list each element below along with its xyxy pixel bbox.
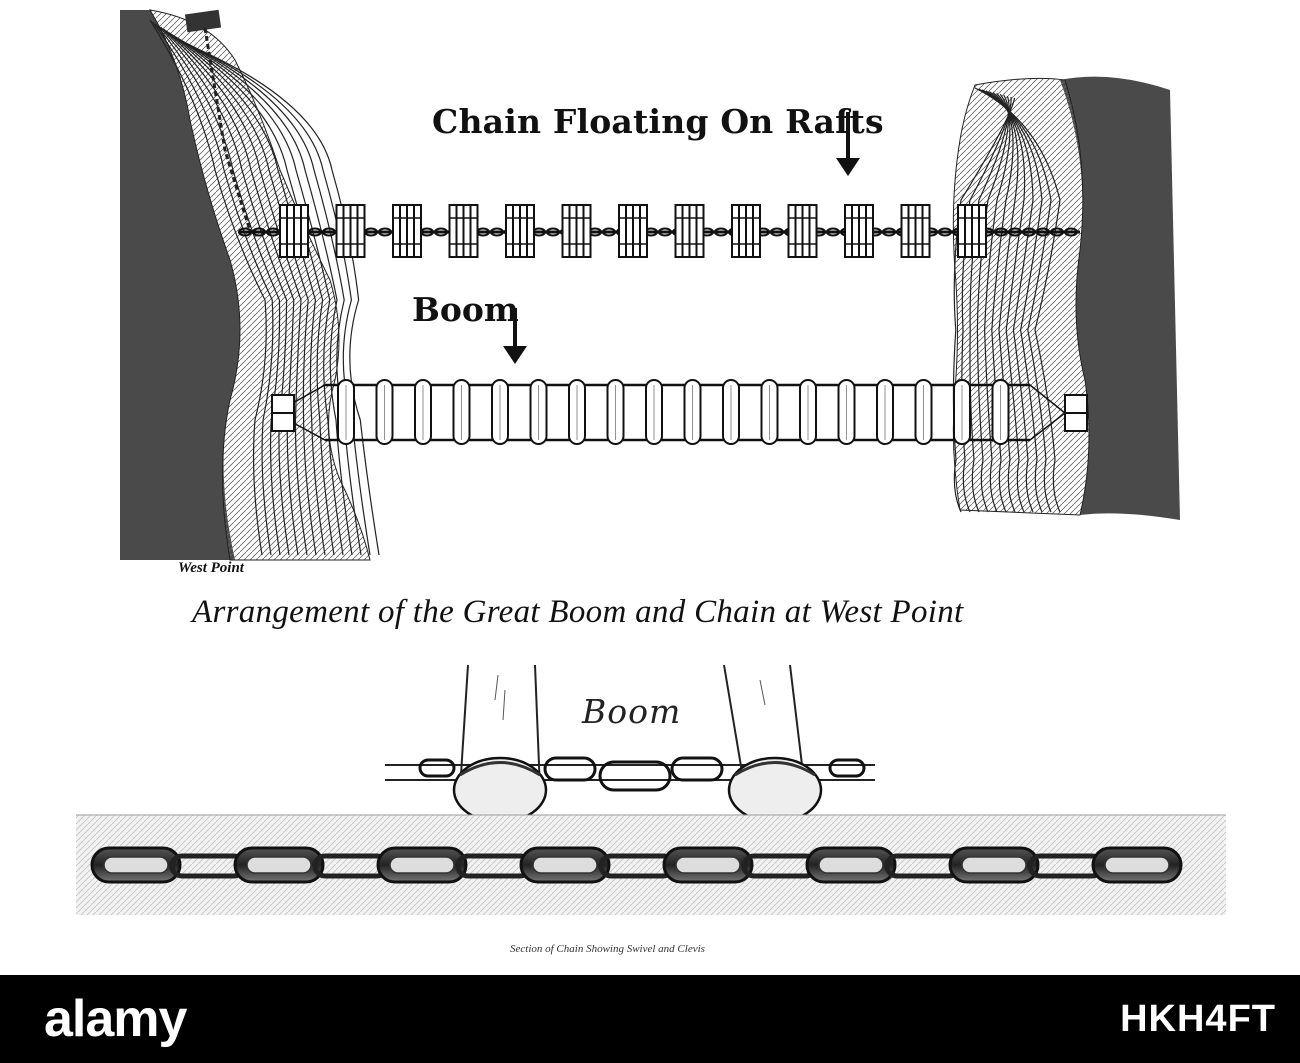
raft [505,204,535,258]
left-shore [120,9,380,561]
chain-link [233,846,325,884]
image-id: HKH4FT [1120,998,1276,1040]
raft [731,204,761,258]
raft [900,204,931,258]
boom-log [991,379,1010,445]
right-shore [952,76,1180,521]
boom-and-chain-illustration [76,9,1226,915]
alamy-logo: alamy [44,990,187,1048]
rafts [279,204,987,258]
boom [271,379,1088,445]
boom-log [337,379,355,445]
boom-log [722,379,740,445]
chain-section [76,814,1226,915]
boom-log [414,379,432,445]
boom-log [491,379,509,445]
chain-link [376,846,468,884]
boom-log [645,379,663,445]
diagram-title: Arrangement of the Great Boom and Chain … [192,594,964,630]
boom-log [914,379,933,445]
boom-detail [385,664,875,824]
boom-log [606,379,625,445]
boom-log [529,379,548,445]
boom-arrow [503,308,527,364]
chain-link [519,846,611,884]
chain-rafts-label: Chain Floating On Rafts [432,102,884,141]
watermark-footer: alamy HKH4FT [0,975,1300,1063]
boom-log [683,379,702,445]
raft-chain [238,204,1080,258]
raft [957,204,987,258]
west-point-label: West Point [178,560,244,576]
boom-label: Boom [412,290,519,329]
chain-rafts-arrow [836,112,860,176]
raft [448,204,479,258]
chain-section-caption: Section of Chain Showing Swivel and Clev… [510,943,705,955]
raft [279,204,309,258]
raft [674,204,705,258]
boom-log [375,379,394,445]
raft [618,204,648,258]
raft [844,204,874,258]
boom-log [799,379,817,445]
chain-link [948,846,1040,884]
raft [335,204,366,258]
chain-link [805,846,897,884]
boom-log [452,379,471,445]
chain-link [662,846,754,884]
boom-log [568,379,586,445]
raft [561,204,592,258]
raft [392,204,422,258]
boom-log [876,379,894,445]
raft [787,204,818,258]
boom-log [953,379,971,445]
boom-log [760,379,779,445]
boom-log [837,379,856,445]
chain-link [1091,846,1183,884]
chain-link [90,846,182,884]
boom-detail-label: Boom [582,692,682,731]
